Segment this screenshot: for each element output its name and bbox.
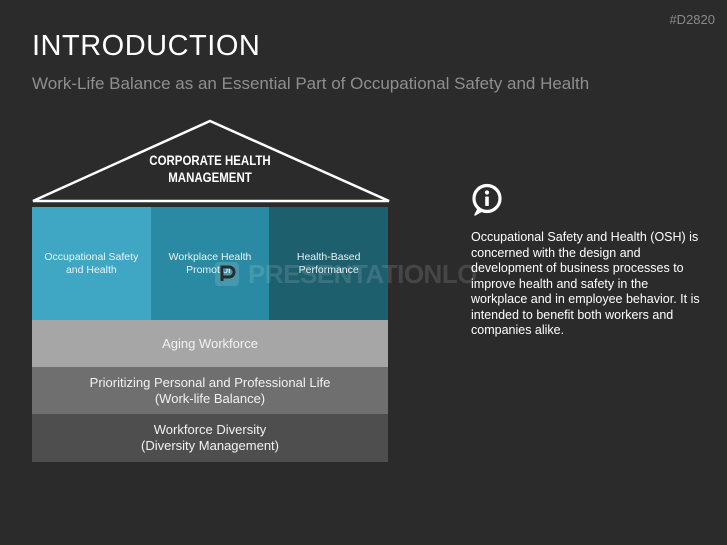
band-aging-workforce: Aging Workforce [32, 320, 388, 367]
slide-title: INTRODUCTION [32, 30, 261, 62]
watermark: PRESENTATIONLOAD [212, 256, 476, 292]
roof-label-line-2: MANAGEMENT [168, 169, 252, 185]
info-icon [472, 183, 502, 216]
band-label-line: (Work-life Balance) [154, 390, 266, 406]
band-label-line: Workforce Diversity [153, 422, 267, 437]
band-workforce-diversity: Workforce Diversity (Diversity Managemen… [32, 414, 388, 462]
pillar-label-line: Workplace Health [168, 250, 252, 263]
band-work-life-balance: Prioritizing Personal and Professional L… [32, 367, 388, 414]
pillar-health-performance: Health-Based Performance [269, 207, 389, 320]
slide-subtitle: Work-Life Balance as an Essential Part o… [32, 74, 590, 93]
band-label-line: Prioritizing Personal and Professional L… [89, 374, 331, 390]
pillar-label-line: Performance [298, 263, 359, 276]
house-roof [32, 119, 390, 203]
pillar-label-line: and Health [65, 263, 117, 276]
house-pillars: Occupational Safety and Health Workplace… [32, 207, 389, 320]
pillar-label-line: Health-Based [296, 250, 361, 263]
pillar-occupational-safety: Occupational Safety and Health [32, 207, 151, 320]
slide-code: #D2820 [669, 12, 715, 27]
watermark-text: PRESENTATIONLOAD [248, 258, 476, 289]
band-label-line: Aging Workforce [162, 335, 258, 351]
watermark-logo-icon [215, 262, 239, 286]
roof-label-line-1: CORPORATE HEALTH [149, 152, 271, 168]
band-label-line: (Diversity Management) [141, 438, 279, 453]
info-description: Occupational Safety and Health (OSH) is … [471, 230, 700, 337]
roof-label: CORPORATE HEALTH MANAGEMENT [136, 152, 284, 186]
pillar-label-line: Occupational Safety [44, 250, 139, 263]
